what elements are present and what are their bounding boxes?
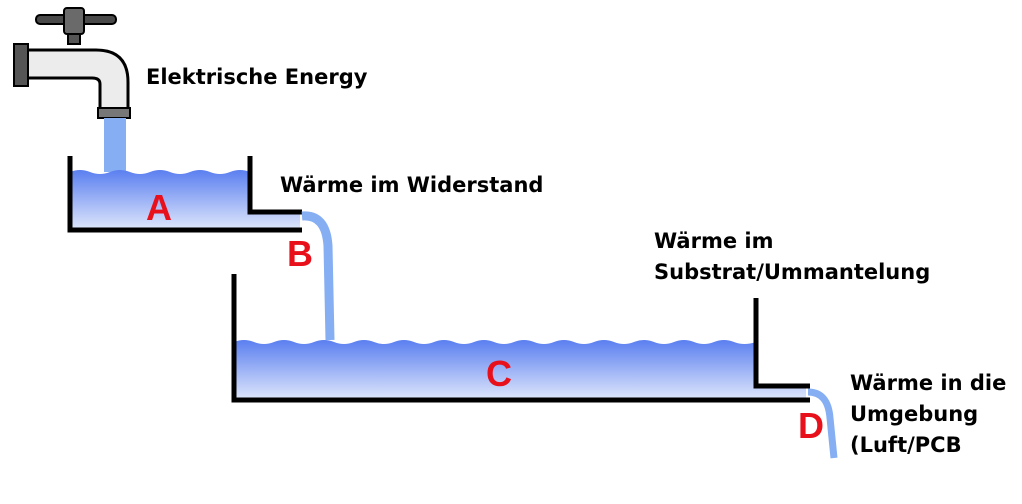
overflow-stream-b — [301, 211, 335, 341]
tank-c-spillway — [753, 298, 810, 389]
tank-a-outline — [67, 156, 302, 233]
faucet-icon — [13, 7, 131, 119]
label-heat-environment-line-3: (Luft/PCB — [850, 433, 962, 457]
label-heat-substrate-line-1: Wärme im — [654, 229, 774, 253]
label-heat-resistor-text: Wärme im Widerstand — [280, 173, 544, 197]
marker-a: A — [146, 187, 172, 228]
tank-a-water — [70, 170, 300, 228]
tank-c-outline — [231, 274, 810, 403]
label-heat-substrate: Wärme im Substrat/Ummantelung — [654, 226, 930, 288]
marker-b: B — [287, 233, 313, 274]
label-electric-energy-text: Elektrische Energy — [146, 65, 368, 89]
tank-a-spillway — [247, 156, 302, 215]
label-heat-resistor: Wärme im Widerstand — [280, 170, 543, 201]
faucet-stream — [104, 118, 126, 172]
marker-c: C — [486, 353, 512, 394]
label-heat-environment-line-2: Umgebung — [850, 402, 979, 426]
label-electric-energy: Elektrische Energy — [146, 62, 367, 93]
label-heat-environment-line-1: Wärme in die — [850, 371, 1007, 395]
tank-c-water — [234, 340, 806, 398]
overflow-stream-d — [807, 388, 838, 459]
marker-d: D — [798, 405, 824, 446]
label-heat-substrate-line-2: Substrat/Ummantelung — [654, 260, 931, 284]
label-heat-environment: Wärme in die Umgebung (Luft/PCB — [850, 368, 1006, 461]
